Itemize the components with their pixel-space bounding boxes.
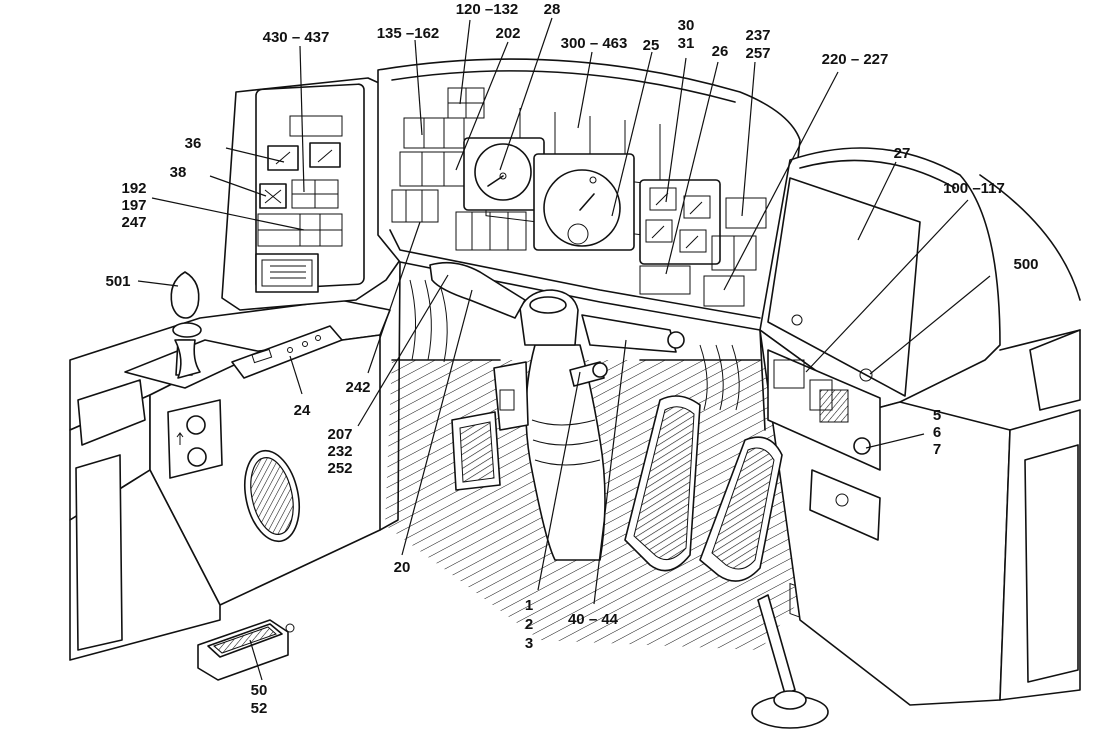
callout-135-162: 135 –162	[377, 25, 440, 42]
switch-grid-192	[257, 179, 343, 247]
pedals	[451, 395, 783, 582]
callout-430-437: 430 – 437	[263, 29, 330, 46]
floor-lever	[751, 594, 829, 729]
callout-220-227: 220 – 227	[822, 51, 889, 68]
gauge-cluster-30	[639, 179, 721, 295]
steering-column	[429, 261, 685, 561]
gear-lever	[170, 271, 202, 379]
right-stalk	[581, 314, 677, 353]
pressure-gauge	[309, 142, 341, 168]
left-stalk	[429, 261, 526, 319]
right-door-panel	[1024, 444, 1079, 683]
callout-24: 24	[294, 402, 311, 419]
footwell-ribs	[409, 279, 740, 411]
callout-36: 36	[185, 135, 202, 152]
control-panel-24	[231, 325, 343, 379]
callout-labels: 430 – 437 135 –162 120 –132 28 202 300 –…	[105, 1, 1038, 717]
callout-120-132: 120 –132	[456, 1, 519, 18]
callout-300-463: 300 – 463	[561, 35, 628, 52]
callout-25: 25	[643, 37, 660, 54]
left-gauge-panel	[221, 77, 401, 311]
callout-26: 26	[712, 43, 729, 60]
speaker-grille	[244, 449, 300, 543]
right-panel	[759, 147, 1081, 706]
callout-20: 20	[394, 559, 411, 576]
callout-40-44: 40 – 44	[568, 611, 619, 628]
storage-pocket	[77, 379, 146, 446]
callout-202: 202	[495, 25, 520, 42]
callout-500: 500	[1013, 256, 1038, 273]
callout-27: 27	[894, 145, 911, 162]
callout-242: 242	[345, 379, 370, 396]
callout-100-117: 100 –117	[943, 180, 1005, 197]
main-dashboard	[377, 58, 801, 331]
callout-501: 501	[105, 273, 130, 290]
speed-gauge-28	[463, 137, 545, 211]
leader-lines	[137, 17, 991, 681]
callout-28: 28	[544, 1, 561, 18]
speedometer-25	[533, 153, 635, 251]
ignition-key	[853, 437, 871, 455]
foot-switch	[197, 619, 295, 681]
left-console	[69, 271, 391, 661]
switch-bank-135	[391, 117, 467, 223]
door-panel	[75, 454, 123, 651]
dial-panel	[167, 399, 223, 479]
callout-38: 38	[170, 164, 187, 181]
